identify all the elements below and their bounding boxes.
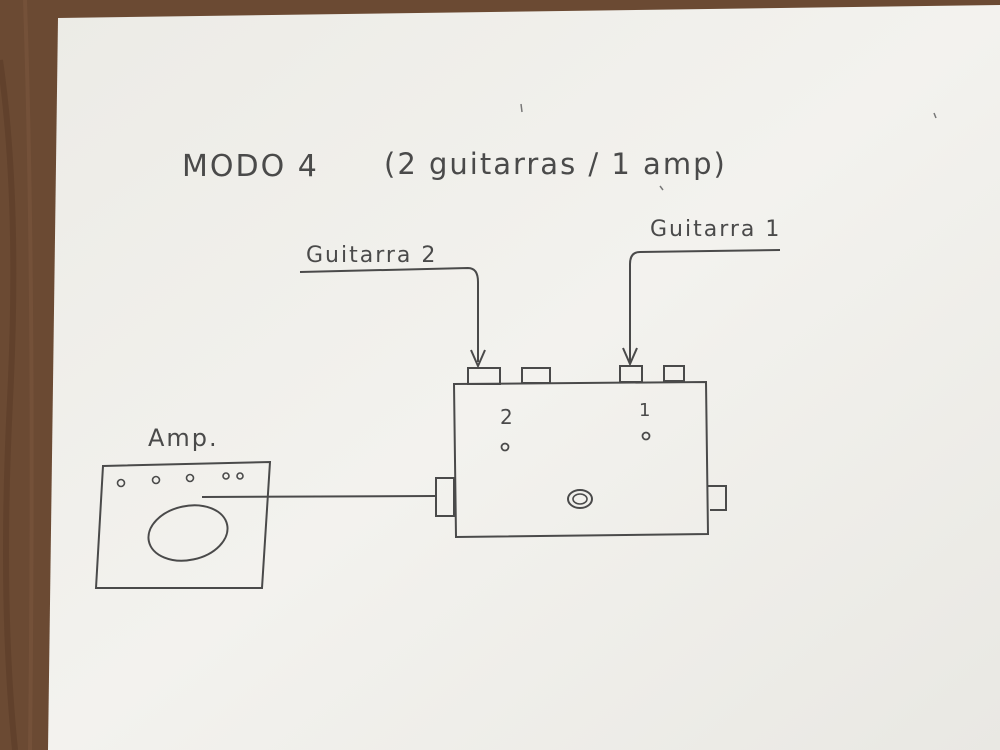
- amp-cable: [201, 495, 437, 498]
- amp-knob: [185, 473, 195, 483]
- amp-knob: [116, 478, 126, 488]
- input-jack-2: [467, 367, 501, 385]
- paper-sheet: [48, 5, 1000, 750]
- side-jack: [708, 485, 727, 511]
- guitar1-cable: [629, 249, 781, 362]
- guitar1-arrow-icon: [622, 347, 638, 367]
- input-jack-1: [619, 365, 643, 383]
- amp-knob: [151, 475, 161, 485]
- page-subtitle: (2 guitarras / 1 amp): [384, 147, 727, 181]
- led-indicator: [500, 442, 510, 452]
- footswitch: [567, 489, 593, 509]
- amp-knob: [236, 472, 244, 480]
- guitar2-cable: [299, 266, 479, 362]
- page-title: MODO 4: [182, 149, 319, 184]
- amp-knob: [222, 472, 230, 480]
- amplifier: [94, 460, 272, 589]
- led-indicator: [641, 431, 651, 441]
- amp-speaker: [147, 504, 229, 562]
- guitar1-label: Guitarra 1: [650, 217, 781, 242]
- input2-number: 2: [500, 405, 515, 429]
- amp-label: Amp.: [148, 424, 219, 452]
- guitar2-label: Guitarra 2: [306, 243, 437, 268]
- guitar2-arrow-icon: [470, 349, 486, 369]
- top-jack: [521, 367, 551, 384]
- input1-number: 1: [639, 400, 652, 421]
- top-jack: [663, 365, 685, 382]
